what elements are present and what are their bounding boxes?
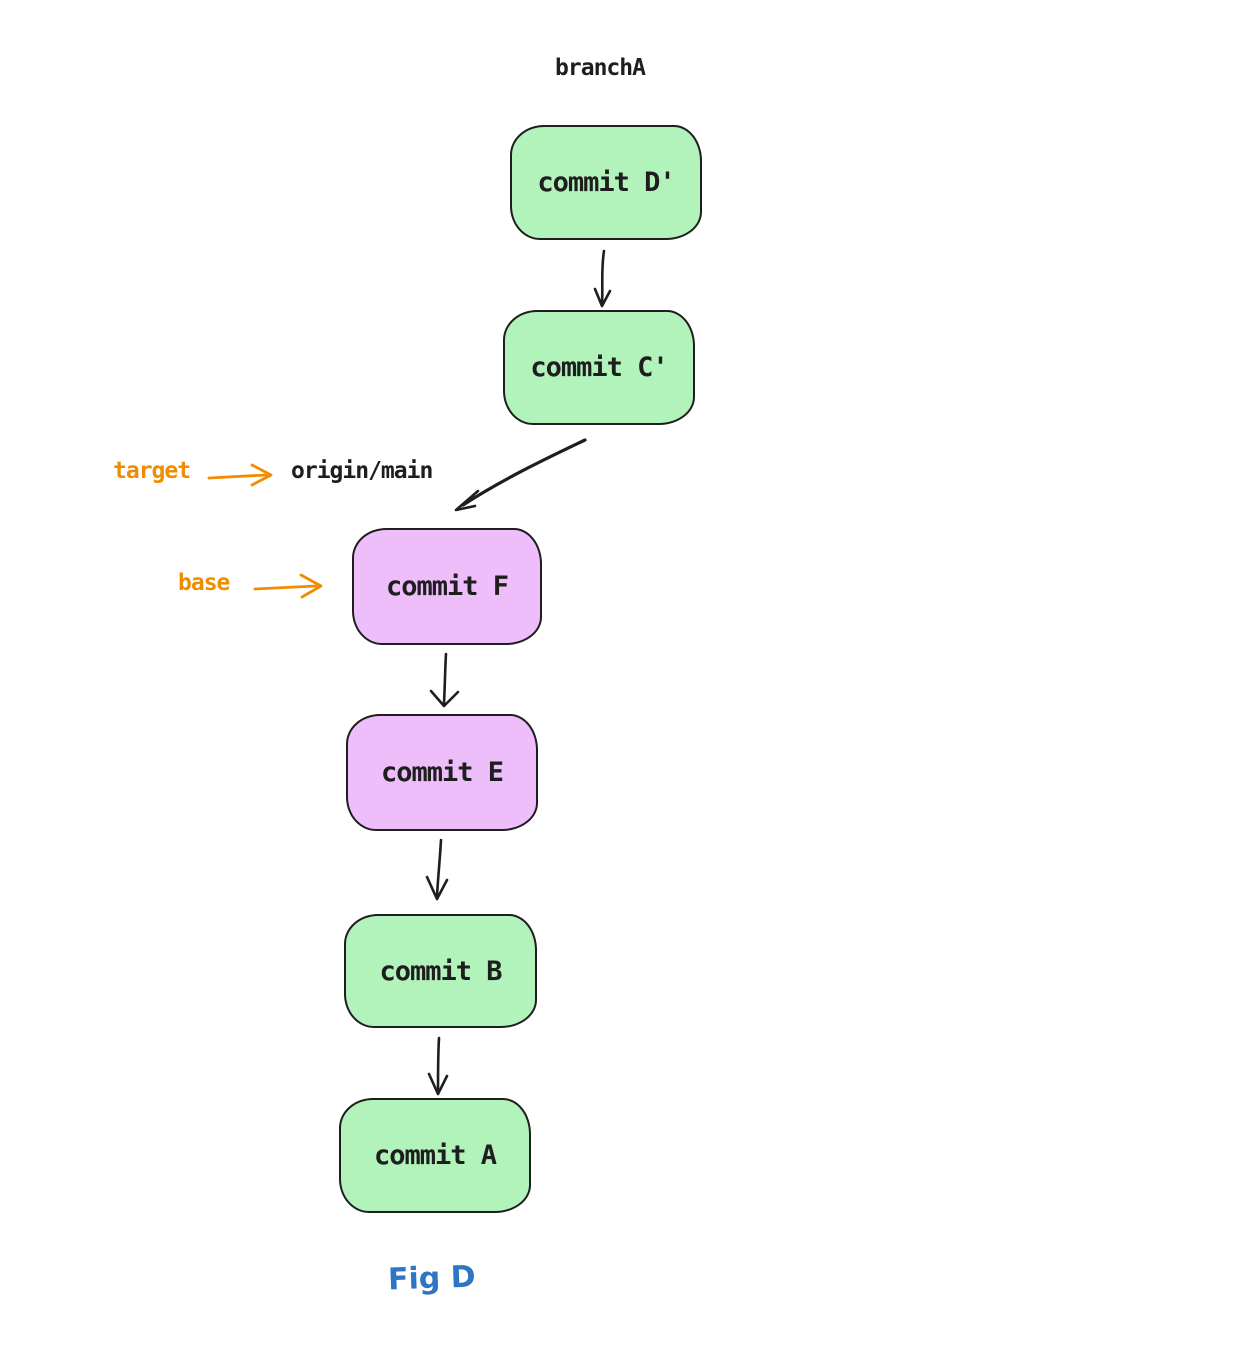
- commit-node-f: commit F: [352, 528, 542, 645]
- arrow-commit-e-to-b: [435, 838, 443, 898]
- target-arrowhead-icon: [250, 463, 273, 487]
- base-arrow-icon: [253, 584, 318, 591]
- commit-node-a: commit A: [339, 1098, 531, 1213]
- arrowhead-commit-dprime-to-cprime: [593, 287, 612, 308]
- target-arrow-icon: [207, 473, 268, 480]
- arrowhead-commit-b-to-a: [427, 1072, 449, 1096]
- commit-node-label: commit D': [537, 167, 675, 198]
- commit-node-d-prime: commit D': [510, 125, 702, 240]
- commit-node-label: commit A: [373, 1140, 497, 1171]
- commit-node-label: commit E: [380, 757, 504, 788]
- arrowhead-commit-f-to-e: [429, 689, 460, 708]
- origin-main-label: origin/main: [291, 458, 433, 484]
- commit-node-b: commit B: [344, 914, 537, 1028]
- arrowhead-origin-main-to-commit-f: [454, 489, 480, 512]
- base-arrowhead-icon: [299, 573, 323, 599]
- figure-caption: Fig D: [387, 1259, 477, 1298]
- target-label: target: [113, 458, 191, 484]
- branch-label: branchA: [555, 55, 646, 81]
- commit-node-e: commit E: [346, 714, 538, 831]
- commit-node-label: commit B: [379, 955, 502, 987]
- arrow-commit-b-to-a: [436, 1036, 441, 1093]
- commit-node-label: commit F: [385, 571, 509, 602]
- arrow-origin-main-to-commit-f: [461, 438, 587, 507]
- arrowhead-commit-e-to-b: [425, 875, 449, 901]
- arrow-commit-f-to-e: [442, 652, 448, 705]
- base-label: base: [178, 570, 230, 596]
- commit-node-c-prime: commit C': [503, 310, 695, 425]
- arrow-commit-dprime-to-cprime: [600, 249, 606, 306]
- commit-node-label: commit C': [530, 352, 668, 383]
